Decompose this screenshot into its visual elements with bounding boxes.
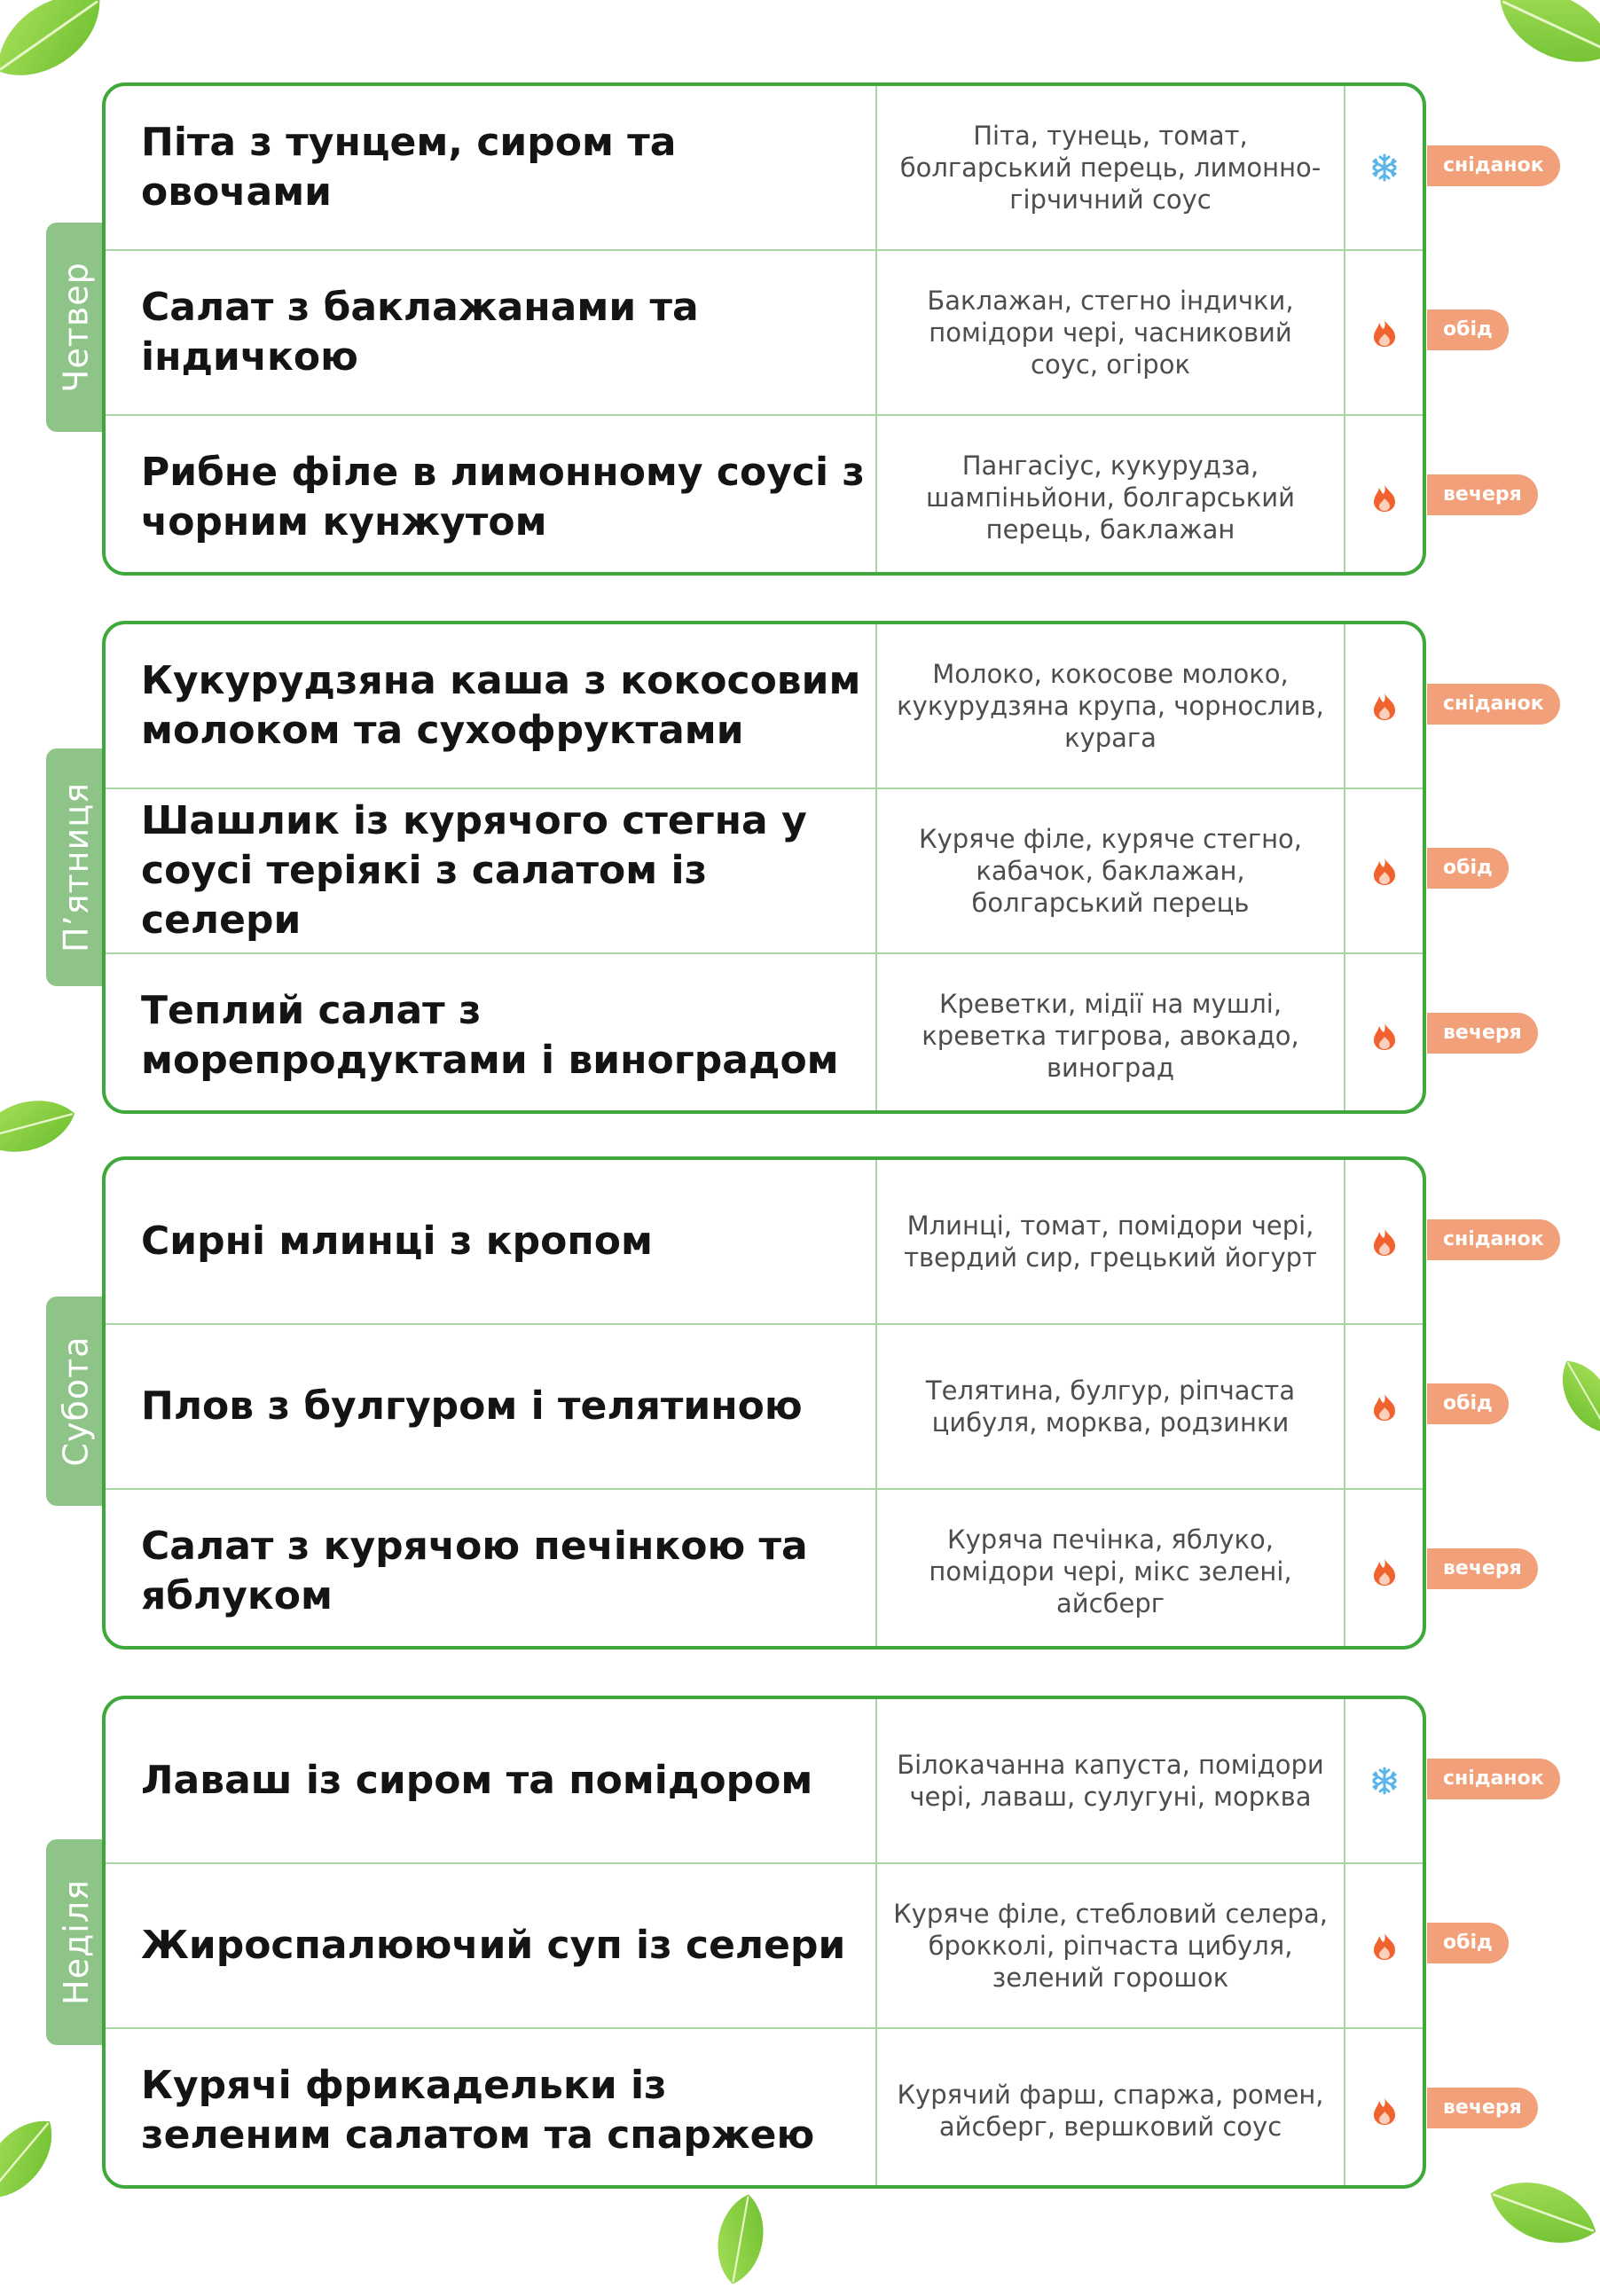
day-card: Кукурудзяна каша з кокосовим молоком та …: [102, 621, 1426, 1114]
meal-title: Сирні млинці з кропом: [141, 1219, 653, 1264]
meal-title: Теплий салат з морепродуктами і виноград…: [141, 988, 839, 1083]
day-card: Сирні млинці з кропом Млинці, томат, помі…: [102, 1156, 1426, 1650]
day-name: Субота: [57, 1336, 97, 1467]
meal-row: Сирні млинці з кропом Млинці, томат, помі…: [106, 1160, 1423, 1323]
meal-badge: обід: [1427, 1923, 1509, 1963]
meal-title: Кукурудзяна каша з кокосовим молоком та …: [141, 658, 861, 753]
fire-icon: [1345, 2029, 1423, 2185]
meal-row: Шашлик із курячого стегна у соусі теріяк…: [106, 788, 1423, 952]
day-block: Субота сніданок обід вечеря Сирні млинці з к…: [0, 1156, 1600, 1650]
meal-row: Кукурудзяна каша з кокосовим молоком та …: [106, 624, 1423, 788]
fire-icon: [1345, 789, 1423, 952]
meal-badge: обід: [1427, 310, 1509, 350]
day-tab: Неділя: [46, 1839, 106, 2045]
meal-title: Шашлик із курячого стегна у соусі теріяк…: [141, 798, 807, 943]
meal-title: Лаваш із сиром та помідором: [141, 1758, 813, 1803]
meal-row: Салат з баклажанами та індичкою Баклажан,…: [106, 249, 1423, 414]
meal-title: Салат з баклажанами та індичкою: [141, 285, 699, 380]
meal-title: Рибне філе в лимонному соусі з чорним ку…: [141, 450, 865, 545]
day-card: Піта з тунцем, сиром та овочами Піта, тун…: [102, 82, 1426, 576]
meal-badge: сніданок: [1427, 1759, 1560, 1799]
meal-ingredients: Баклажан, стегно індички, помідори чері,…: [875, 251, 1345, 414]
meal-title: Салат з курячою печінкою та яблуком: [141, 1524, 808, 1618]
meal-ingredients: Білокачанна капуста, помідори чері, лава…: [875, 1699, 1345, 1862]
meal-title: Курячі фрикадельки із зеленим салатом та…: [141, 2063, 815, 2158]
meal-row: Рибне філе в лимонному соусі з чорним ку…: [106, 414, 1423, 572]
meal-row: Плов з булгуром і телятиною Телятина, бул…: [106, 1323, 1423, 1488]
meal-badge: обід: [1427, 848, 1509, 889]
meal-row: Курячі фрикадельки із зеленим салатом та…: [106, 2027, 1423, 2185]
fire-icon: [1345, 624, 1423, 788]
meal-title: Піта з тунцем, сиром та овочами: [141, 120, 677, 215]
leaf-icon: [1478, 0, 1600, 95]
meal-ingredients: Куряча печінка, яблуко, помідори чері, м…: [875, 1490, 1345, 1646]
day-block: П’ятниця сніданок обід вечеря Кукурудзяна ка…: [0, 621, 1600, 1114]
meal-row: Салат з курячою печінкою та яблуком Куряч…: [106, 1488, 1423, 1646]
meal-badge: сніданок: [1427, 145, 1560, 186]
meal-badge: вечеря: [1427, 1013, 1538, 1054]
meal-ingredients: Телятина, булгур, ріпчаста цибуля, моркв…: [875, 1325, 1345, 1488]
leaf-icon: [1467, 2152, 1600, 2273]
meal-ingredients: Креветки, мідії на мушлі, креветка тигро…: [875, 954, 1345, 1110]
meal-ingredients: Млинці, томат, помідори чері, твердий си…: [875, 1160, 1345, 1323]
meal-ingredients: Курячий фарш, спаржа, ромен, айсберг, ве…: [875, 2029, 1345, 2185]
meal-badge: вечеря: [1427, 1548, 1538, 1589]
meal-ingredients: Піта, тунець, томат, болгарський перець,…: [875, 86, 1345, 249]
meal-row: Лаваш із сиром та помідором Білокачанна к…: [106, 1699, 1423, 1862]
fire-icon: [1345, 1490, 1423, 1646]
fire-icon: [1345, 251, 1423, 414]
meal-ingredients: Пангасіус, кукурудза, шампіньйони, болга…: [875, 416, 1345, 572]
meal-ingredients: Куряче філе, куряче стегно, кабачок, бак…: [875, 789, 1345, 952]
snowflake-icon: [1345, 1699, 1423, 1862]
fire-icon: [1345, 1325, 1423, 1488]
meal-badge: вечеря: [1427, 2088, 1538, 2128]
meal-badge: обід: [1427, 1383, 1509, 1424]
fire-icon: [1345, 1864, 1423, 2027]
leaf-icon: [0, 0, 129, 110]
day-card: Лаваш із сиром та помідором Білокачанна к…: [102, 1696, 1426, 2189]
meal-row: Піта з тунцем, сиром та овочами Піта, тун…: [106, 86, 1423, 249]
meal-badge: сніданок: [1427, 684, 1560, 725]
meal-title: Жироспалюючий суп із селери: [141, 1923, 846, 1968]
snowflake-icon: [1345, 86, 1423, 249]
day-block: Четвер сніданок обід вечеря Піта з тунцем, с…: [0, 82, 1600, 576]
fire-icon: [1345, 1160, 1423, 1323]
leaf-icon: [0, 1074, 89, 1179]
meal-badge: вечеря: [1427, 474, 1538, 515]
day-block: Неділя сніданок обід вечеря Лаваш із сиром т…: [0, 1696, 1600, 2189]
fire-icon: [1345, 416, 1423, 572]
day-name: П’ятниця: [57, 782, 97, 952]
day-tab: Четвер: [46, 223, 106, 432]
meal-ingredients: Куряче філе, стебловий селера, брокколі,…: [875, 1864, 1345, 2027]
day-tab: П’ятниця: [46, 748, 106, 986]
day-name: Неділя: [57, 1879, 96, 2005]
fire-icon: [1345, 954, 1423, 1110]
day-tab: Субота: [46, 1297, 106, 1506]
day-name: Четвер: [57, 262, 96, 393]
leaf-icon: [684, 2182, 796, 2295]
meal-ingredients: Молоко, кокосове молоко, кукурудзяна кру…: [875, 624, 1345, 788]
leaf-icon: [0, 2090, 86, 2229]
meal-title: Плов з булгуром і телятиною: [141, 1383, 803, 1429]
meal-row: Теплий салат з морепродуктами і виноград…: [106, 952, 1423, 1110]
meal-badge: сніданок: [1427, 1219, 1560, 1260]
meal-row: Жироспалюючий суп із селери Куряче філе, …: [106, 1862, 1423, 2027]
